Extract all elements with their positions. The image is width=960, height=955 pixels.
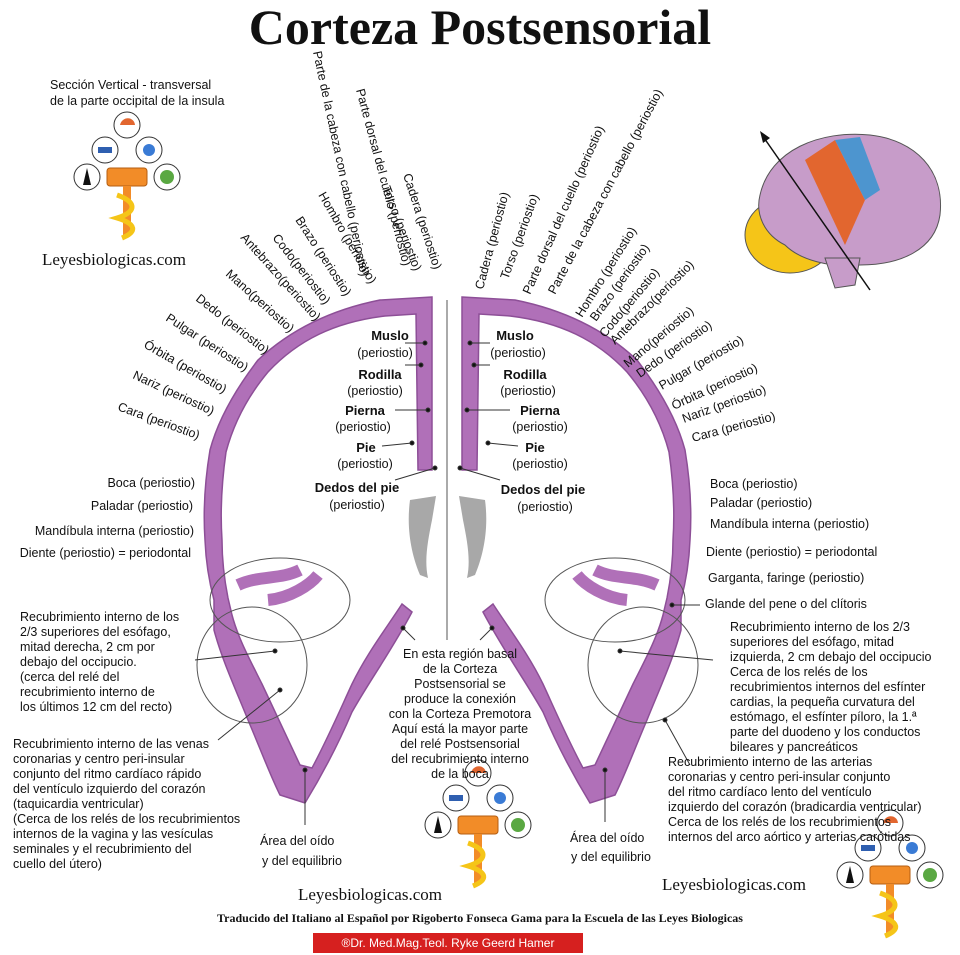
ear-area-left-line1: Área del oído [260,833,334,848]
arrow-head [760,131,770,143]
website-label-bottom: Leyesbiologicas.com [298,885,442,904]
motor-strip [805,140,865,245]
left-ventricle [408,496,436,578]
inner-label-name: Muslo [496,328,534,343]
left-insula-fold [235,564,323,606]
left-hemisphere-cortex [203,296,433,804]
left-flat-label: Mandíbula interna (periostio) [35,524,194,538]
emblem-icon [836,809,944,939]
ear-area-left-line2: y del equilibrio [262,854,342,868]
inner-label-name: Rodilla [358,367,402,382]
right-arteries-text: Recubrimiento interno de las arterias co… [668,755,922,844]
section-arrow [761,134,871,291]
left-insula-outline [209,557,351,643]
right-lower-outline [587,606,699,724]
copyright-bar: ®Dr. Med.Mag.Teol. Ryke Geerd Hamer [313,933,583,953]
left-esophagus-text: Recubrimiento interno de los 2/3 superio… [20,610,180,714]
right-ventricle [459,496,487,578]
inner-label-sub: (periostio) [500,384,556,398]
right-insula-fold [572,564,660,606]
inner-label-name: Pierna [345,403,386,418]
inner-label-name: Muslo [371,328,409,343]
right-esophagus-text: Recubrimiento interno de los 2/3 superio… [730,620,932,754]
right-insula-outline [544,557,686,643]
right-flat-label: Diente (periostio) = periodontal [706,545,877,559]
translation-credit: Traducido del Italiano al Español por Ri… [217,911,743,925]
ear-area-right-line1: Área del oído [570,830,644,845]
right-flat-label: Glande del pene o del clítoris [705,597,867,611]
inner-label-sub: (periostio) [347,384,403,398]
right-flat-label: Paladar (periostio) [710,496,812,510]
cortex-section [196,296,699,804]
sensory-strip [835,137,880,200]
brain-thumbnail [744,131,942,291]
inner-label-name: Rodilla [503,367,547,382]
inner-label-name: Dedos del pie [501,482,586,497]
right-flat-label: Mandíbula interna (periostio) [710,517,869,531]
right-hemisphere-cortex [461,296,692,804]
left-flat-label: Diente (periostio) = periodontal [20,546,191,560]
center-note: En esta región basal de la Corteza Posts… [388,647,532,781]
inner-label-sub: (periostio) [517,500,573,514]
inner-label-sub: (periostio) [512,457,568,471]
emblem-icon [424,759,532,889]
inner-label-sub: (periostio) [335,420,391,434]
emblems [73,111,944,939]
inner-label-name: Pie [356,440,376,455]
inner-label-name: Pierna [520,403,561,418]
inner-label-sub: (periostio) [512,420,568,434]
left-flat-label: Boca (periostio) [107,476,195,490]
left-lower-outline [196,606,308,724]
subtitle-line2: de la parte occipital de la insula [50,94,224,108]
inner-labels-right: Muslo (periostio) Rodilla (periostio) Pi… [490,328,585,514]
inner-label-sub: (periostio) [357,346,413,360]
inner-label-name: Pie [525,440,545,455]
right-flat-label: Garganta, faringe (periostio) [708,571,864,585]
inner-label-sub: (periostio) [329,498,385,512]
inner-labels-left: Muslo (periostio) Rodilla (periostio) Pi… [315,328,413,512]
ear-area-right-line2: y del equilibrio [571,850,651,864]
website-label-top: Leyesbiologicas.com [42,250,186,269]
inner-label-name: Dedos del pie [315,480,400,495]
page-title: Corteza Postsensorial [249,0,711,55]
emblem-icon [73,111,181,241]
inner-label-sub: (periostio) [337,457,393,471]
brainstem-shape [824,257,861,289]
left-flat-label: Paladar (periostio) [91,499,193,513]
inner-label-sub: (periostio) [490,346,546,360]
leader-lines [194,340,714,825]
right-flat-label: Boca (periostio) [710,477,798,491]
left-veins-text: Recubrimiento interno de las venas coron… [13,737,241,871]
website-label-right: Leyesbiologicas.com [662,875,806,894]
subtitle-line1: Sección Vertical - transversal [50,78,211,92]
